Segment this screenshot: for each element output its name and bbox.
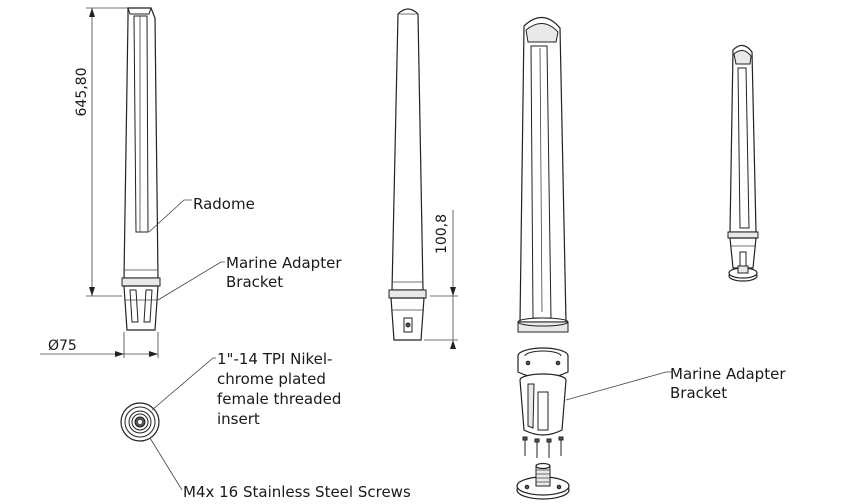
- callout-bracket-right-line1: Marine Adapter: [670, 365, 786, 383]
- dimension-height-bracket: 100,8: [434, 214, 450, 254]
- callout-insert-line1: 1"-14 TPI Nikel-: [217, 350, 332, 368]
- callout-insert-line3: female threaded: [217, 390, 341, 408]
- side-view-antenna: 100,8: [388, 8, 458, 349]
- callout-bracket-left-line1: Marine Adapter: [226, 254, 342, 272]
- front-view-antenna: 645,80 Ø75 Radome Marine Adapter Bracket: [40, 7, 342, 358]
- callout-screws: M4x 16 Stainless Steel Screws: [183, 483, 411, 501]
- screws: [522, 436, 564, 458]
- exploded-isometric-view: Marine Adapter Bracket: [516, 16, 786, 500]
- insert-bottom-view: 1"-14 TPI Nikel- chrome plated female th…: [120, 350, 411, 501]
- dimension-height-total: 645,80: [74, 68, 90, 117]
- callout-insert-line2: chrome plated: [217, 370, 326, 388]
- dimension-diameter: Ø75: [48, 338, 77, 354]
- assembled-isometric-view: [727, 44, 759, 282]
- callout-bracket-left-line2: Bracket: [226, 273, 283, 291]
- callout-insert-line4: insert: [217, 410, 260, 428]
- callout-bracket-right-line2: Bracket: [670, 384, 727, 402]
- callout-radome: Radome: [193, 195, 255, 213]
